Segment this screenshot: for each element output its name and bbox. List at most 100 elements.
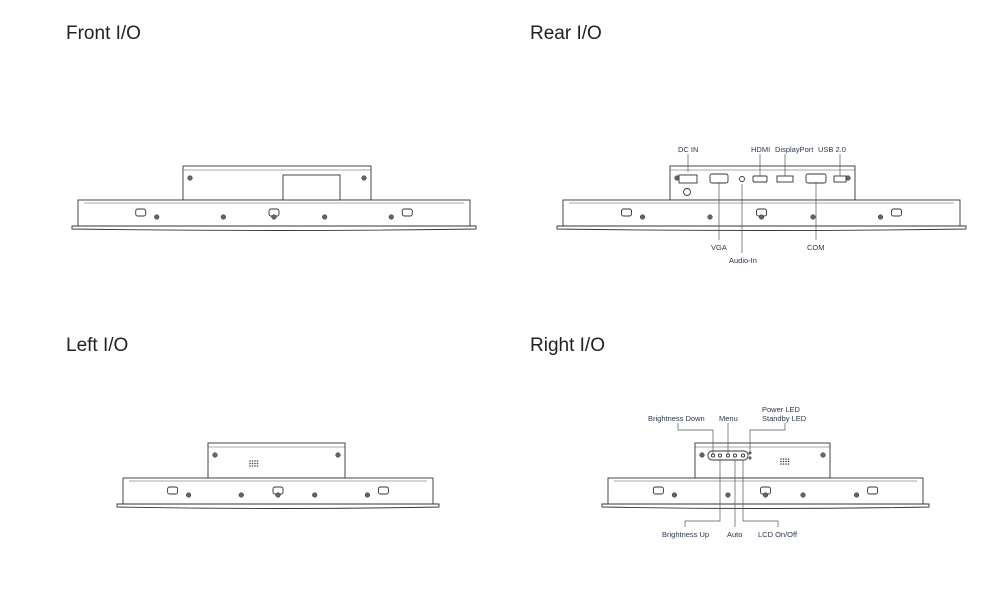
- rear-io-title: Rear I/O: [530, 23, 602, 44]
- front-io-drawing: [71, 165, 477, 231]
- speaker-hole: [787, 458, 790, 460]
- mount-slot: [652, 486, 664, 495]
- speaker-hole: [782, 463, 785, 465]
- label-com: COM: [807, 243, 825, 252]
- mount-slot: [867, 486, 879, 495]
- speaker-hole: [254, 465, 256, 467]
- label-auto: Auto: [727, 530, 742, 539]
- speaker-hole: [251, 465, 254, 467]
- screw: [639, 214, 646, 220]
- screw: [238, 492, 244, 498]
- ground-screw: [683, 188, 691, 196]
- speaker-hole: [254, 462, 256, 465]
- housing-box: [694, 442, 831, 479]
- com-port: [805, 173, 827, 184]
- vga-port: [709, 173, 729, 184]
- screw: [810, 214, 816, 220]
- mount-slot: [621, 208, 632, 217]
- front-glass-lip: [116, 503, 440, 509]
- screw: [187, 175, 193, 181]
- label-usb: USB 2.0: [818, 145, 846, 154]
- audio-in-port: [739, 176, 745, 182]
- label-lcd-on-off: LCD On/Off: [758, 530, 798, 539]
- screw: [271, 214, 277, 220]
- speaker-hole: [782, 460, 785, 463]
- screw: [758, 214, 765, 220]
- screw: [364, 492, 370, 498]
- osd-button: [717, 453, 723, 458]
- speaker-hole: [254, 460, 256, 462]
- screw: [762, 492, 769, 498]
- screw: [820, 452, 826, 458]
- screw: [361, 175, 367, 181]
- usb-port: [833, 175, 847, 183]
- speaker-hole: [249, 460, 251, 462]
- screw: [877, 214, 884, 220]
- standby-led: [748, 456, 752, 460]
- label-vga: VGA: [711, 243, 727, 252]
- label-power-led: Power LED: [762, 405, 801, 414]
- screw: [725, 492, 731, 498]
- right-io-drawing: [601, 442, 930, 509]
- speaker-hole: [782, 458, 785, 460]
- speaker-hole: [251, 460, 254, 462]
- housing-box: [182, 165, 372, 201]
- screw: [335, 452, 341, 458]
- screw: [154, 214, 160, 220]
- speaker-hole: [787, 460, 790, 463]
- speaker-hole: [785, 463, 787, 465]
- left-io-drawing: [116, 442, 440, 509]
- screw: [212, 452, 218, 458]
- speaker-hole: [780, 458, 782, 460]
- screw: [671, 492, 677, 498]
- housing-box: [207, 442, 346, 479]
- front-io-title: Front I/O: [66, 23, 141, 44]
- osd-button: [732, 453, 738, 458]
- screw: [854, 492, 860, 498]
- speaker-hole: [249, 462, 251, 465]
- access-cover: [282, 174, 341, 201]
- housing-box: [669, 165, 856, 201]
- rear-io-drawing: [556, 165, 967, 231]
- speaker-hole: [251, 462, 254, 465]
- screw: [707, 214, 713, 220]
- screw: [186, 492, 192, 498]
- label-audio-in: Audio-In: [729, 256, 757, 265]
- speaker-hole: [256, 465, 259, 467]
- displayport-port: [776, 175, 794, 183]
- mount-slot: [135, 208, 147, 217]
- left-io-title: Left I/O: [66, 335, 129, 356]
- screw: [275, 492, 281, 498]
- label-brightness-down: Brightness Down: [648, 414, 705, 423]
- right-callouts: Brightness Down Menu Power LED Standby L…: [648, 405, 807, 539]
- label-displayport: DisplayPort: [775, 145, 814, 154]
- mount-slot: [891, 208, 902, 217]
- osd-button: [740, 453, 746, 458]
- speaker-hole: [256, 462, 259, 465]
- front-glass-lip: [601, 503, 930, 509]
- front-glass-lip: [71, 225, 477, 231]
- screw: [388, 214, 394, 220]
- dc-in-port: [678, 174, 698, 184]
- speaker-hole: [780, 463, 782, 465]
- right-io-title: Right I/O: [530, 335, 605, 356]
- label-hdmi: HDMI: [751, 145, 770, 154]
- rear-callouts: DC IN HDMI DisplayPort USB 2.0 VGA Audio…: [678, 145, 846, 265]
- speaker-hole: [785, 460, 787, 463]
- front-glass-lip: [556, 225, 967, 231]
- screw: [322, 214, 328, 220]
- screw: [699, 452, 705, 458]
- mount-slot: [167, 486, 179, 495]
- speaker-hole: [785, 458, 787, 460]
- speaker-hole: [780, 460, 782, 463]
- hdmi-port: [752, 175, 768, 183]
- mount-slot: [401, 208, 413, 217]
- label-brightness-up: Brightness Up: [662, 530, 709, 539]
- screw: [312, 492, 318, 498]
- speaker-hole: [249, 465, 251, 467]
- screw: [800, 492, 806, 498]
- mount-slot: [377, 486, 389, 495]
- label-menu: Menu: [719, 414, 738, 423]
- screw: [220, 214, 226, 220]
